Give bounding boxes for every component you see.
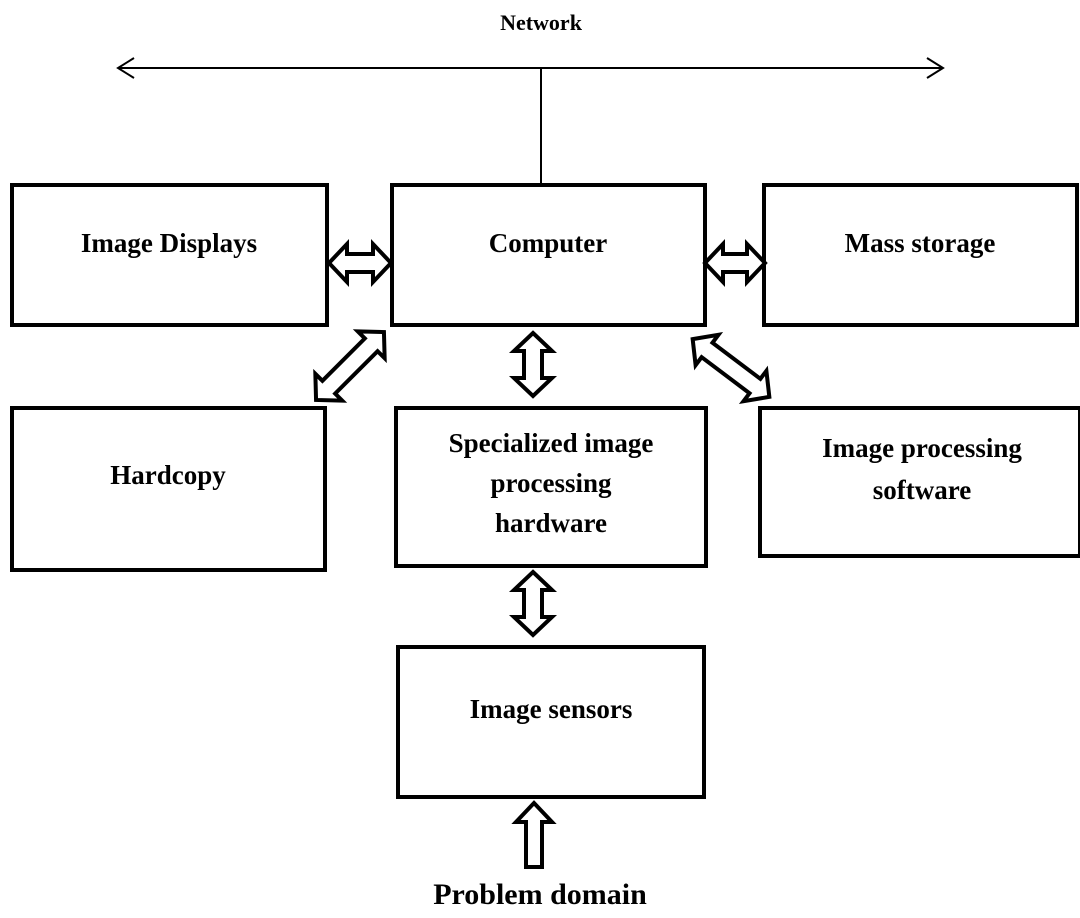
image-displays-label: Image Displays bbox=[81, 228, 257, 258]
processing-software-label-line-2: software bbox=[873, 475, 971, 505]
specialized-hardware-label-line-3: hardware bbox=[495, 508, 607, 538]
specialized-hardware-label-line-1: Specialized image bbox=[449, 428, 654, 458]
computer-hardcopy-double-arrow bbox=[313, 329, 387, 403]
mass-storage-label: Mass storage bbox=[845, 228, 996, 258]
computer-software-double-arrow bbox=[690, 331, 772, 405]
image-sensors-node: Image sensors bbox=[396, 645, 706, 799]
problem-domain-up-arrow bbox=[511, 800, 557, 869]
hardcopy-node: Hardcopy bbox=[10, 406, 327, 572]
network-label: Network bbox=[500, 10, 583, 35]
computer-label: Computer bbox=[489, 228, 607, 258]
processing-software-node: Image processing software bbox=[758, 406, 1080, 558]
image-sensors-box bbox=[396, 645, 706, 799]
computer-node: Computer bbox=[390, 183, 707, 327]
displays-computer-double-arrow bbox=[326, 238, 394, 288]
network-arrowhead-right bbox=[926, 57, 945, 79]
mass-storage-node: Mass storage bbox=[762, 183, 1079, 327]
image-displays-node: Image Displays bbox=[10, 183, 329, 327]
network-arrowhead-left bbox=[116, 57, 135, 79]
processing-software-box bbox=[758, 406, 1080, 558]
hardcopy-box bbox=[10, 406, 327, 572]
processing-software-label-line-1: Image processing bbox=[822, 433, 1022, 463]
specialized-hardware-box bbox=[394, 406, 708, 568]
specialized-hardware-label-line-2: processing bbox=[490, 468, 612, 498]
computer-storage-double-arrow bbox=[702, 238, 768, 288]
image-displays-box bbox=[10, 183, 329, 327]
computer-box bbox=[390, 183, 707, 327]
hardcopy-label: Hardcopy bbox=[110, 460, 226, 490]
specialized-hardware-node: Specialized image processing hardware bbox=[394, 406, 708, 568]
hardware-sensors-double-arrow bbox=[508, 569, 558, 638]
computer-hardware-double-arrow bbox=[508, 330, 558, 399]
problem-domain-label: Problem domain bbox=[433, 878, 647, 911]
image-sensors-label: Image sensors bbox=[470, 694, 633, 724]
mass-storage-box bbox=[762, 183, 1079, 327]
